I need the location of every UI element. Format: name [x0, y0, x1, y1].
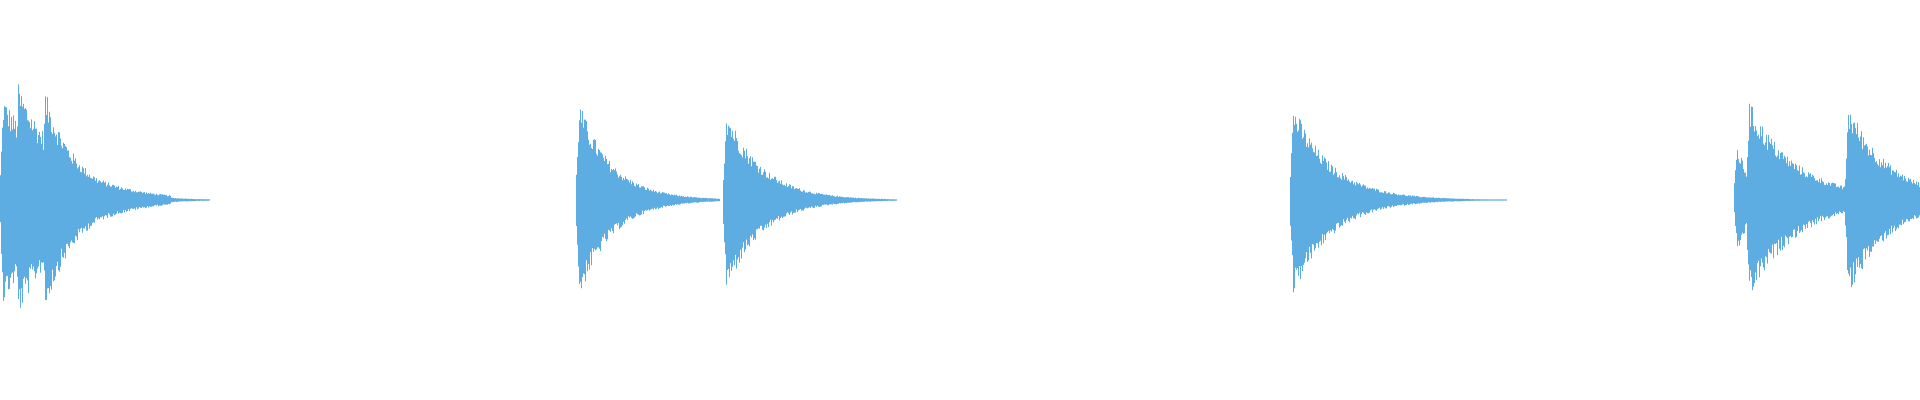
waveform-peaks	[0, 84, 1920, 308]
